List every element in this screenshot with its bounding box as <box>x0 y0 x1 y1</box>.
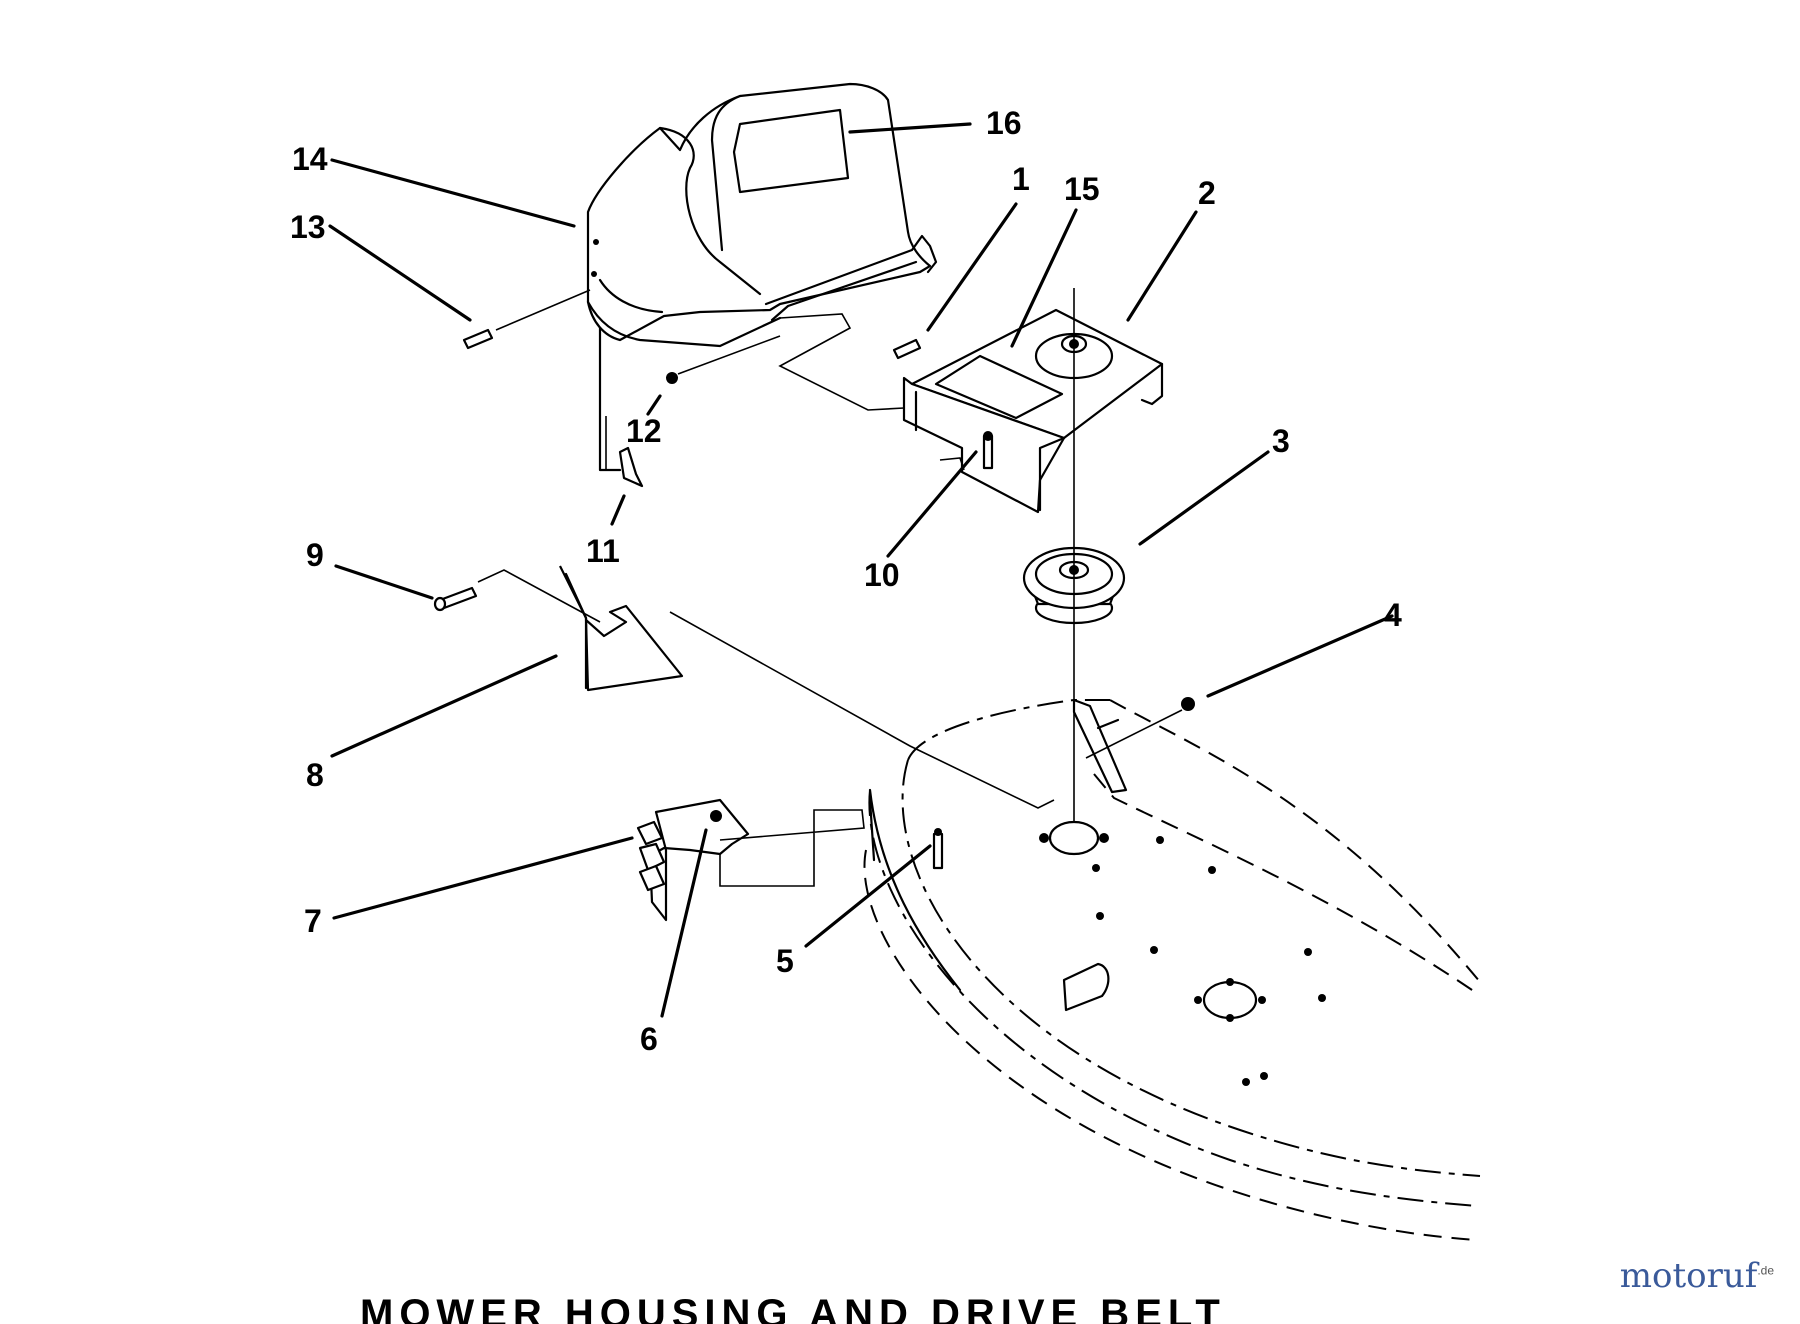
bolt-13-part <box>462 328 494 350</box>
idler-bracket-part <box>902 308 1164 514</box>
bottom-caption: MOWER HOUSING AND DRIVE BELT <box>360 1294 1226 1324</box>
callout-3: 3 <box>1272 423 1290 459</box>
clip-11-part <box>618 446 644 488</box>
mount-bracket-part <box>636 798 750 922</box>
callout-2: 2 <box>1198 175 1216 211</box>
callout-12: 12 <box>626 413 662 449</box>
callout-8: 8 <box>306 757 324 793</box>
watermark-logo: motoruf.de <box>1620 1256 1774 1296</box>
callout-1: 1 <box>1012 161 1030 197</box>
bolt-1-part <box>892 338 922 360</box>
deflector-part <box>559 565 684 692</box>
watermark-text: motoruf <box>1619 1256 1758 1296</box>
callout-7: 7 <box>304 903 322 939</box>
mower-deck-part <box>863 698 1481 1241</box>
bolt-5-part <box>932 828 944 870</box>
callout-15: 15 <box>1064 171 1100 207</box>
callout-4: 4 <box>1384 597 1402 633</box>
callout-16: 16 <box>986 105 1022 141</box>
bolt-10-part <box>982 431 994 470</box>
bolt-9-part <box>433 586 478 612</box>
callout-10: 10 <box>864 557 900 593</box>
callout-6: 6 <box>640 1021 658 1057</box>
callout-5: 5 <box>776 943 794 979</box>
callout-13: 13 <box>290 209 326 245</box>
belt-cover-part <box>586 82 938 472</box>
nut-4-part <box>1181 697 1195 711</box>
nut-12-part <box>666 372 678 384</box>
watermark-suffix: .de <box>1757 1263 1774 1278</box>
callout-9: 9 <box>306 537 324 573</box>
callout-14: 14 <box>292 141 328 177</box>
callout-11: 11 <box>586 533 620 569</box>
